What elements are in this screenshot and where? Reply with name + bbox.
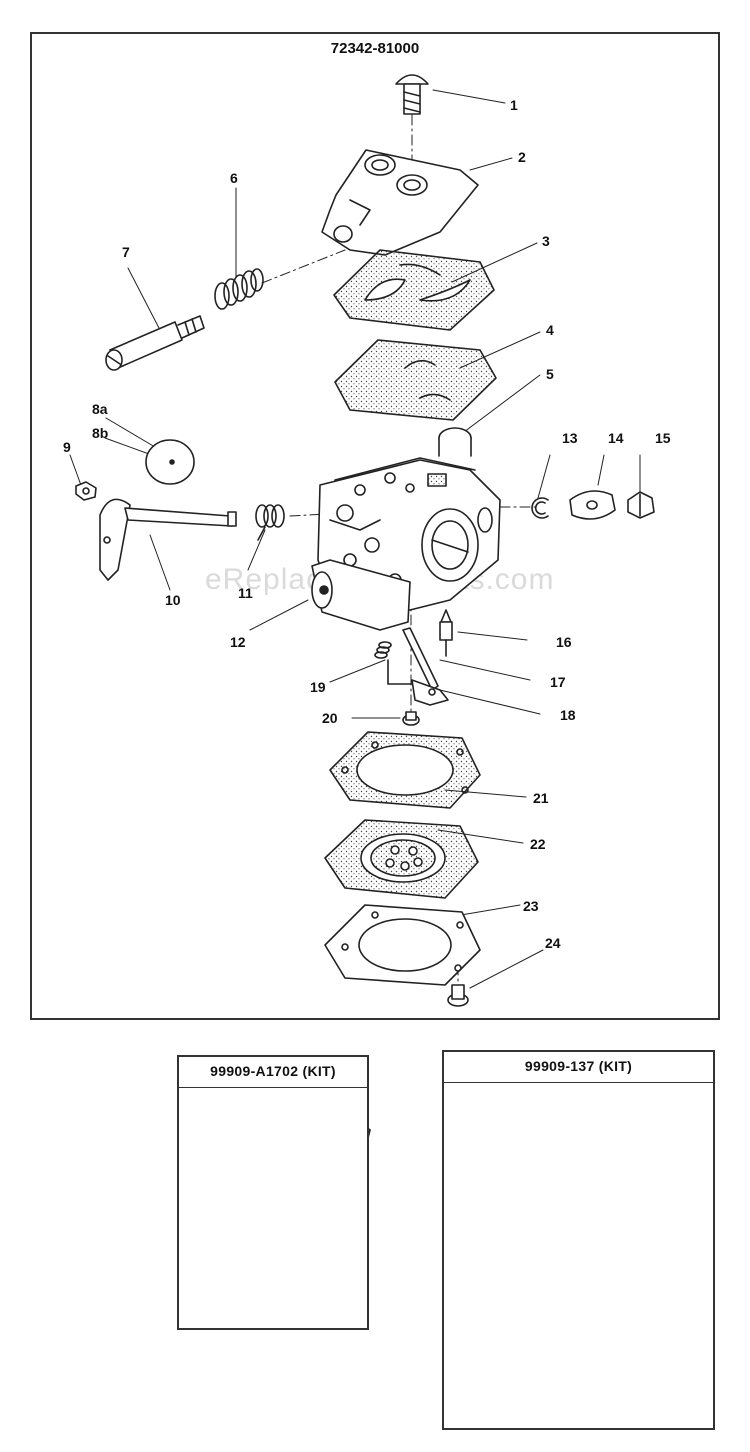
part-1-screw [395,74,429,115]
callout-15: 15 [655,430,671,446]
main-part-number: 72342-81000 [330,40,420,57]
callout-11: 11 [238,585,253,601]
callout-10: 10 [165,592,181,608]
callout-3: 3 [542,233,550,249]
part-6-spring [214,268,264,310]
callout-20: 20 [322,710,338,726]
part-8-throttle-disc [145,439,195,485]
callout-14: 14 [608,430,624,446]
part-14-washer [569,490,616,520]
callout-7: 7 [122,244,130,260]
part-4-diaphragm [334,339,497,421]
part-20-screw [402,711,420,726]
kit-a1702-frame: 99909-A1702 (KIT) [177,1055,369,1330]
kit-a1702-title: 99909-A1702 (KIT) [210,1063,336,1079]
kit-137-title: 99909-137 (KIT) [524,1058,633,1074]
callout-12: 12 [230,634,246,650]
part-9-nut [75,481,97,501]
callout-24: 24 [545,935,561,951]
part-23-cover-plate [324,904,481,986]
callout-9: 9 [63,439,71,455]
callout-8a: 8a [92,401,108,417]
callout-17: 17 [550,674,566,690]
part-16-inlet-needle [439,609,453,657]
callout-2: 2 [518,149,526,165]
callout-21: 21 [533,790,549,806]
callout-16: 16 [556,634,572,650]
part-11-torsion-spring [255,504,285,541]
callout-1: 1 [510,97,518,113]
part-22-pump-diaphragm [324,819,479,899]
kit-137-divider [444,1082,713,1083]
part-15-fitting [627,491,655,519]
callout-22: 22 [530,836,546,852]
callout-5: 5 [546,366,554,382]
part-13-clip [531,497,549,519]
callout-4: 4 [546,322,554,338]
part-21-gasket [329,731,481,809]
part-24-screw [447,984,469,1007]
kit-137-frame: 99909-137 (KIT) [442,1050,715,1430]
callout-8b: 8b [92,425,109,441]
part-2-cover [321,149,479,256]
kit-a1702-divider [179,1087,367,1088]
part-17-18-19-lever-assembly [374,627,449,706]
callout-23: 23 [523,898,539,914]
callout-13: 13 [562,430,578,446]
part-7-adjusting-screw [105,315,205,371]
callout-6: 6 [230,170,238,186]
part-10-throttle-shaft [99,498,237,581]
callout-18: 18 [560,707,576,723]
part-3-gasket [333,249,495,331]
part-12-block [311,559,411,631]
callout-19: 19 [310,679,326,695]
